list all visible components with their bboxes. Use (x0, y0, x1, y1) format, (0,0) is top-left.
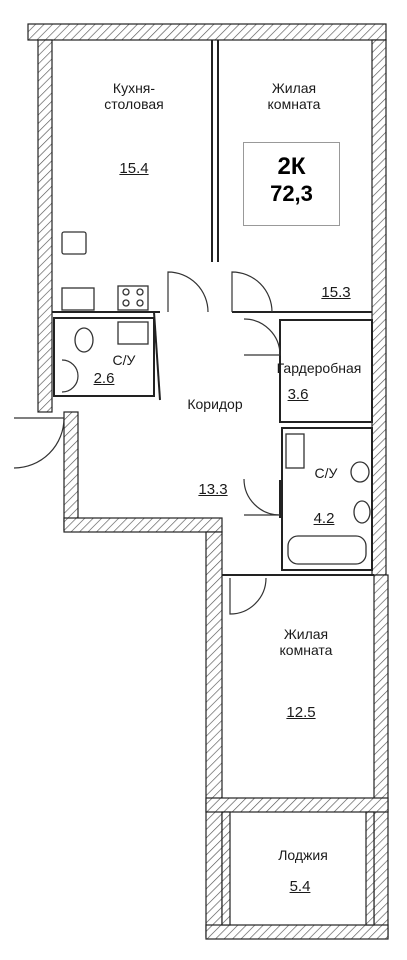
toilet-icon (74, 327, 94, 353)
rooms-count: 2К (277, 153, 306, 180)
room-area-corridor: 13.3 (198, 481, 228, 498)
wall-left-upper (37, 39, 53, 413)
wall-loggia-top (205, 797, 389, 813)
room-area-wardrobe: 3.6 (287, 386, 309, 403)
washbasin-icon (353, 500, 371, 524)
room-label-loggia: Лоджия (278, 847, 328, 863)
door-entrance (13, 417, 65, 469)
total-area: 72,3 (270, 181, 313, 206)
washer-icon (285, 433, 305, 469)
wall-loggia-left (221, 811, 231, 926)
room-area-bath1: 2.6 (93, 370, 115, 387)
room-label-living1: Жилая комната (267, 80, 321, 112)
stove-icon (117, 285, 149, 311)
wall-loggia-bottom (205, 924, 389, 940)
wall-right-lower (373, 574, 389, 938)
door-wardrobe (243, 318, 281, 356)
wall-left-mid (63, 411, 79, 531)
wall-loggia-right (365, 811, 375, 926)
exterior-walls (27, 23, 389, 940)
fridge-icon (61, 287, 95, 311)
room-area-living2: 12.5 (286, 704, 316, 721)
room-label-bath2: С/У (314, 465, 338, 481)
toilet-icon (350, 461, 370, 483)
partition-bath1-side (153, 311, 161, 401)
room-area-bath2: 4.2 (313, 510, 335, 527)
burner-icon (136, 288, 144, 296)
room-area-loggia: 5.4 (289, 878, 311, 895)
interior-walls (52, 40, 374, 576)
partition-bath2 (281, 427, 373, 571)
summary-badge: 2К 72,3 (243, 142, 340, 226)
burner-icon (122, 288, 130, 296)
sink-icon (61, 231, 87, 255)
bathtub-icon (287, 535, 367, 565)
burner-icon (136, 299, 144, 307)
door-living2 (229, 577, 267, 615)
room-label-wardrobe: Гардеробная (276, 360, 362, 376)
wall-right-upper (371, 39, 387, 576)
door-bath1 (61, 359, 79, 393)
door-bath2 (243, 478, 281, 516)
wall-left-lower (205, 531, 223, 938)
partition-bath1 (53, 317, 155, 397)
burner-icon (122, 299, 130, 307)
room-area-kitchen: 15.4 (119, 160, 149, 177)
room-label-corridor: Коридор (187, 396, 243, 412)
door-living1 (231, 271, 273, 313)
partition-wardrobe (279, 319, 373, 423)
room-label-living2: Жилая комната (279, 626, 333, 658)
wall-step (63, 517, 223, 533)
doors (13, 271, 281, 615)
fixtures (61, 231, 371, 565)
room-label-kitchen: Кухня- столовая (104, 80, 164, 112)
room-area-living1: 15.3 (321, 284, 351, 301)
washbasin-icon (117, 321, 149, 345)
door-kitchen (167, 271, 209, 313)
wall-top (27, 23, 387, 41)
room-label-bath1: С/У (112, 352, 136, 368)
